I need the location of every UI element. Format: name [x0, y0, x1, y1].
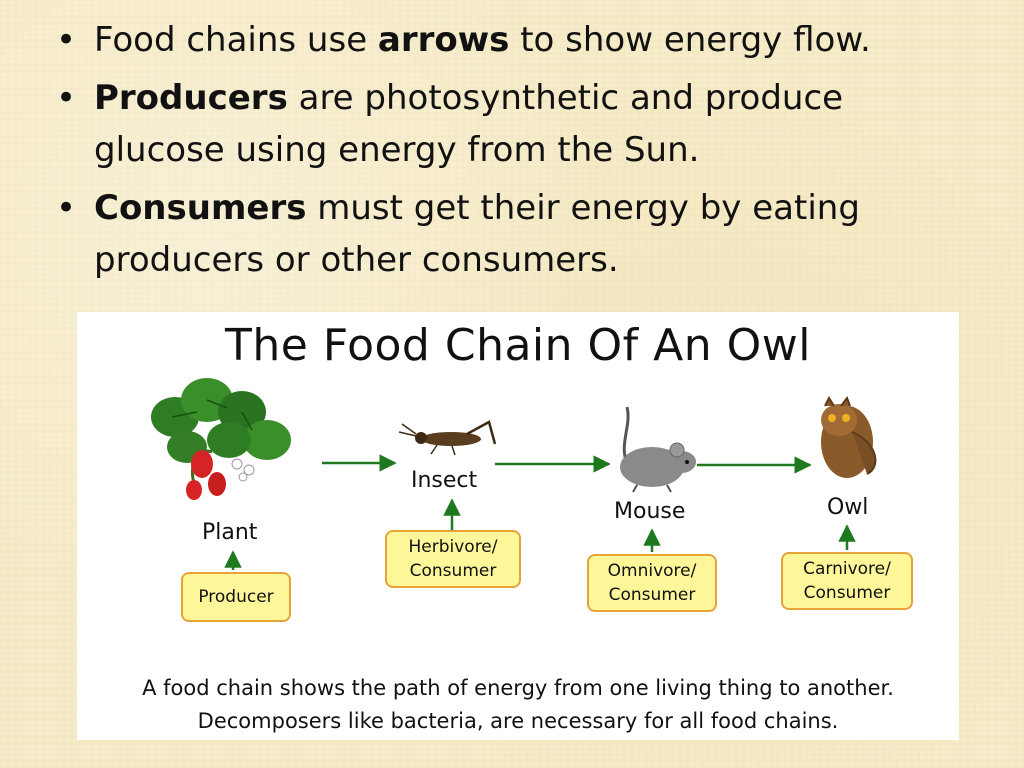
bullet-3: •Consumers must get their energy by eati… — [56, 188, 860, 280]
diagram-title: The Food Chain Of An Owl — [225, 320, 811, 371]
organism-label-plant: Plant — [202, 520, 258, 545]
bullet-2: •Producers are photosynthetic and produc… — [56, 78, 844, 170]
role-box-producer: Producer — [181, 572, 291, 622]
role-box-omnivore: Omnivore/Consumer — [587, 554, 717, 612]
cricket-icon — [398, 420, 497, 456]
bullet-1: •Food chains use arrows to show energy f… — [56, 20, 871, 60]
owl-icon — [821, 395, 877, 478]
bullet-list: •Food chains use arrows to show energy f… — [52, 14, 972, 292]
organism-label-owl: Owl — [827, 495, 869, 520]
diagram-graphics — [151, 378, 877, 570]
organism-label-insect: Insect — [411, 468, 478, 493]
role-box-carnivore: Carnivore/Consumer — [781, 552, 913, 610]
strawberry-plant-icon — [151, 378, 291, 500]
role-box-herbivore: Herbivore/Consumer — [385, 530, 521, 588]
caption-line-2: Decomposers like bacteria, are necessary… — [197, 709, 839, 733]
mouse-icon — [620, 406, 696, 493]
caption-line-1: A food chain shows the path of energy fr… — [142, 676, 894, 700]
food-chain-diagram: The Food Chain Of An Owl — [77, 312, 959, 740]
organism-label-mouse: Mouse — [614, 499, 686, 524]
